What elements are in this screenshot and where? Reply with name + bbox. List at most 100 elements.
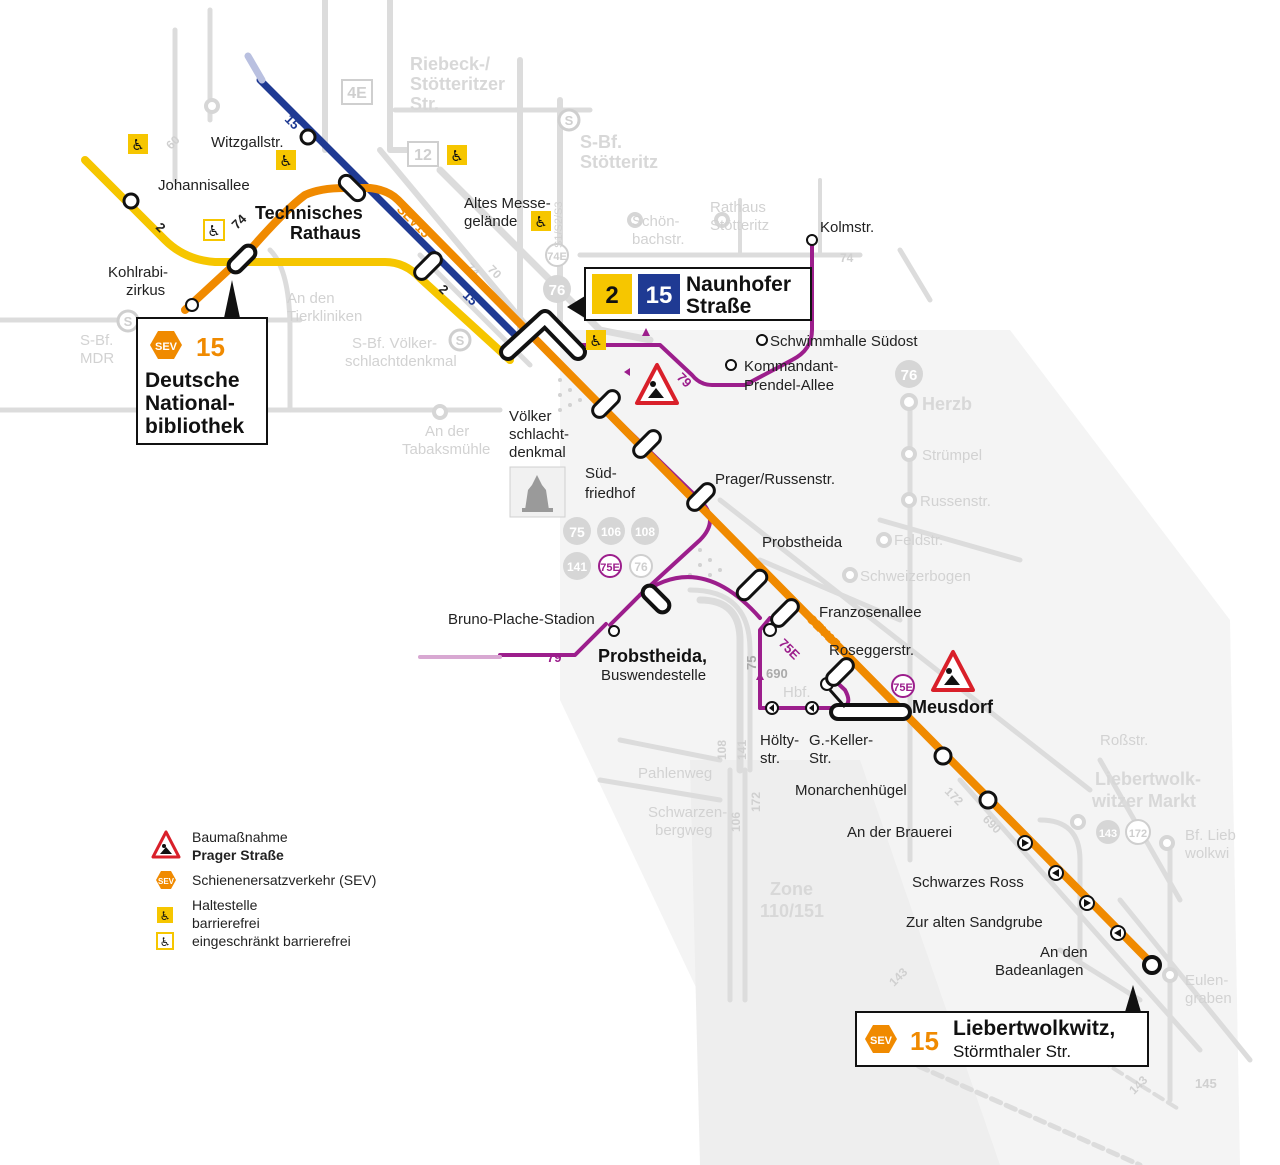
liebertwolkwitz-title: Liebertwolkwitz, [953,1017,1115,1040]
svg-text:bibliothek: bibliothek [145,415,244,438]
schoenbachstr-label: Schön- [632,213,680,230]
zur-alten-sandgrube-label: Zur alten Sandgrube [906,914,1043,931]
line-74e-badge: 74E [547,251,567,263]
svg-text:schlacht-: schlacht- [509,426,569,443]
wheelchair-icon: ♿ [131,136,144,154]
construction-warning-icon [635,363,975,692]
riebeck-label: Riebeck-/ [410,54,490,74]
russenstr-label: Russenstr. [920,493,991,510]
svg-text:denkmal: denkmal [509,444,566,461]
svg-text:barrierefrei: barrierefrei [192,915,260,931]
dotted-area [558,378,722,577]
svg-text:schlachtdenkmal: schlachtdenkmal [345,353,457,370]
an-der-brauerei-stop [978,790,998,810]
zone-label: Zone [770,879,813,899]
station-labels: Witzgallstr. Johannisallee Technisches R… [108,134,1088,979]
line-141-label: 141 [735,740,749,760]
kohlrabizirkus-stop [185,298,199,312]
monument-icon [509,466,566,518]
svg-text:110/151: 110/151 [760,901,824,921]
line-75-badge: 75 [569,524,585,540]
svg-text:Stötteritz: Stötteritz [580,152,658,172]
svg-text:witzer Markt: witzer Markt [1091,791,1196,811]
line-106-label: 106 [729,812,743,832]
naunhofer-line-15-badge: 15 [646,282,673,309]
s-lines-label: S1/S2/S3 [553,202,565,248]
schweizerbogen-label: Schweizerbogen [860,568,971,585]
line-15-label-north: 15 [282,112,303,133]
probstheida-label: Probstheida [762,534,843,551]
line-75e-badge-meusdorf: 75E [893,682,913,694]
svg-text:MDR: MDR [80,350,114,367]
wheelchair-limited-icon: ♿ [207,222,220,240]
schwimmhalle-stop [756,334,768,346]
bf-liebertwolkwitz-label: Bf. Lieb [1185,827,1236,844]
naunhofer-info-box: 2 15 Naunhofer Straße [567,267,812,321]
witzgallstr-stop [299,128,317,146]
feldstr-label: Feldstr. [894,532,943,549]
kommandant-label: Kommandant- [744,358,838,375]
svg-text:bergweg: bergweg [655,822,713,839]
svg-text:Str.: Str. [809,750,832,767]
pahlenweg-label: Pahlenweg [638,765,712,782]
line-76-badge: 76 [549,282,566,299]
liebertwolkwitz-info-box: SEV 15 Liebertwolkwitz, Störmthaler Str. [855,985,1149,1067]
liebertwolkwitz-sev-icon: SEV [870,1035,893,1047]
monarchenhuegel-label: Monarchenhügel [795,782,907,799]
kommandant-stop [725,359,737,371]
s-bf-stoetteritz-label: S-Bf. [580,132,622,152]
background-stations [204,98,1178,983]
struempel-label: Strümpel [922,447,982,464]
probstheida-bws-label: Probstheida, [598,646,707,666]
line-60-label: 60 [163,133,183,153]
svg-text:gelände: gelände [464,213,517,230]
legend-stop-limited-label: eingeschränkt barrierefrei [192,933,351,949]
line-106-badge: 106 [601,525,621,539]
line-74-label-east: 74 [840,251,854,265]
wheelchair-icon: ♿ [279,152,292,170]
sev-15-route [181,184,1156,968]
wheelchair-icon: ♿ [450,147,463,165]
naunhofer-line-2-badge: 2 [605,282,618,309]
johannisallee-stop [122,192,140,210]
wheelchair-limited-icon: ♿ [160,935,171,949]
svg-text:Stötteritzer: Stötteritzer [410,74,505,94]
background-labels: Riebeck-/ Stötteritzer Str. S-Bf. Stötte… [80,54,1236,1007]
wheelchair-icon: ♿ [160,909,171,923]
naunhofer-stop-fill [503,313,583,357]
franzosenallee-label: Franzosenallee [819,604,922,621]
line-76-badge-small: 76 [634,560,648,574]
legend: Baumaßnahme Prager Straße SEV Schienener… [151,829,376,950]
svg-text:friedhof: friedhof [585,485,636,502]
legend-construction-label: Baumaßnahme [192,829,288,845]
johannisallee-label: Johannisallee [158,177,250,194]
svg-text:graben: graben [1185,990,1232,1007]
svg-text:Tierkliniken: Tierkliniken [287,308,362,325]
line-108-badge: 108 [635,525,655,539]
altes-messe-label: Altes Messe- [464,195,551,212]
an-der-tabaksmuehle-label: An der [425,423,469,440]
schwimmhalle-label: Schwimmhalle Südost [770,333,918,350]
svg-text:Prager Straße: Prager Straße [192,847,284,863]
schwarzenbergweg-label: Schwarzen- [648,804,727,821]
svg-text:SEV: SEV [158,877,175,886]
legend-stop-label: Haltestelle [192,897,258,913]
svg-text:Rathaus: Rathaus [290,223,361,243]
construction-warning-icon [151,830,181,859]
pill-stops [226,173,855,687]
hbf-label: Hbf. [783,684,811,701]
line-145-label: 145 [1195,1076,1217,1091]
line-2-tram [81,156,514,364]
rathaus-stoetteritz-label: Rathaus [710,199,766,216]
sev-icon [156,871,176,889]
line-172-label: 172 [749,792,763,812]
kohlrabizirkus-label: Kohlrabi- [108,264,168,281]
rossstr-label: Roßstr. [1100,732,1148,749]
an-der-brauerei-label: An der Brauerei [847,824,952,841]
wheelchair-icon: ♿ [589,332,602,350]
line-79-label-west: 79 [547,650,561,665]
svg-text:Stötteritz: Stötteritz [710,217,769,234]
hoeltystr-label: Hölty- [760,732,799,749]
kolmstr-stop [806,234,818,246]
